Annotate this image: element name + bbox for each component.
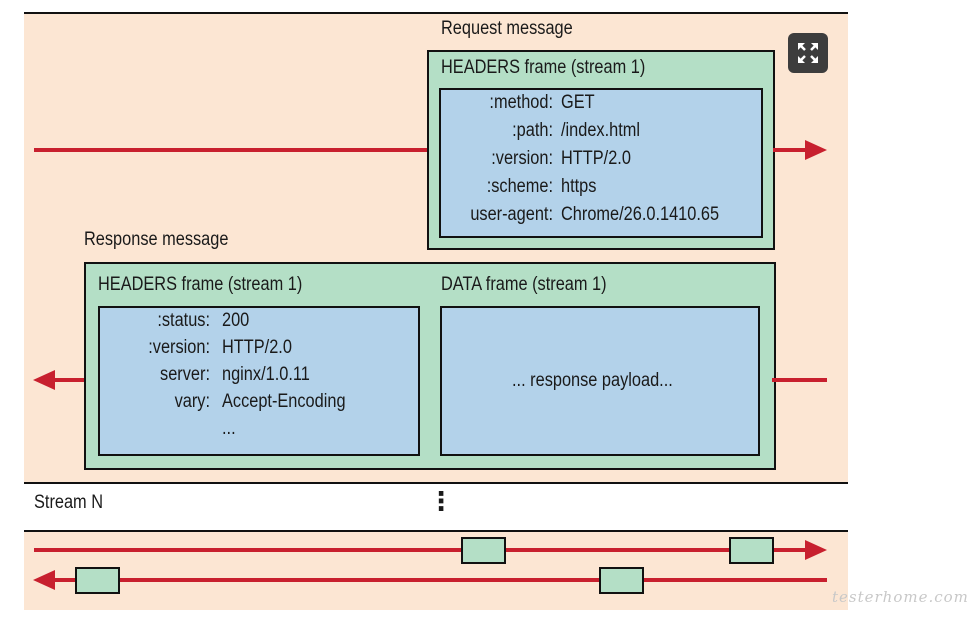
header-value: nginx/1.0.11 [222,364,310,385]
expand-button[interactable] [788,33,828,73]
data-payload-block: ... response payload... [440,306,760,456]
header-key: user-agent: [470,204,553,225]
header-key: :status: [157,310,210,331]
stream-n-frame-out-1 [461,537,506,564]
response-frames: HEADERS frame (stream 1) :status: 200 :ver… [84,262,776,470]
header-key: :method: [489,92,553,113]
request-headers-block: :method: GET :path: /index.html :version: HTT… [439,88,763,238]
header-key: :path: [512,120,553,141]
header-value: HTTP/2.0 [222,337,292,358]
stream-n-label: Stream N [34,492,104,513]
stream-n-frame-out-2 [729,537,774,564]
data-frame-title: DATA frame (stream 1) [441,274,607,295]
stream-n-incoming-head [33,570,55,590]
header-key: :version: [148,337,210,358]
header-value: Chrome/26.0.1410.65 [561,204,720,225]
expand-icon [798,43,818,63]
header-value: 200 [222,310,250,331]
stream-n-frame-in-2 [599,567,644,594]
response-headers-frame-title: HEADERS frame (stream 1) [98,274,303,295]
response-arrow-head [33,370,55,390]
stream-n-outgoing-head [805,540,827,560]
stream-n-band [24,530,848,610]
request-message-title: Request message [441,18,573,39]
request-headers-frame-title: HEADERS frame (stream 1) [441,57,646,78]
header-key: :scheme: [486,176,553,197]
stream-n-frame-in-1 [75,567,120,594]
header-value: https [561,176,597,197]
header-value: GET [561,92,595,113]
header-key: server: [160,364,210,385]
header-value: Accept-Encoding [222,391,346,412]
request-arrow-head [805,140,827,160]
header-key: vary: [174,391,210,412]
header-value: HTTP/2.0 [561,148,631,169]
response-headers-block: :status: 200 :version: HTTP/2.0 server: nginx… [98,306,420,456]
stream-ellipsis: ⋮ [428,486,454,516]
request-headers-frame: HEADERS frame (stream 1) :method: GET :pat… [427,50,775,250]
header-key: :version: [491,148,553,169]
header-value: /index.html [561,120,641,141]
watermark: testerhome.com [832,588,969,606]
stream-n-row [24,482,848,530]
header-value: ... [222,418,236,439]
response-message-title: Response message [84,229,229,250]
response-payload-text: ... response payload... [512,370,673,391]
